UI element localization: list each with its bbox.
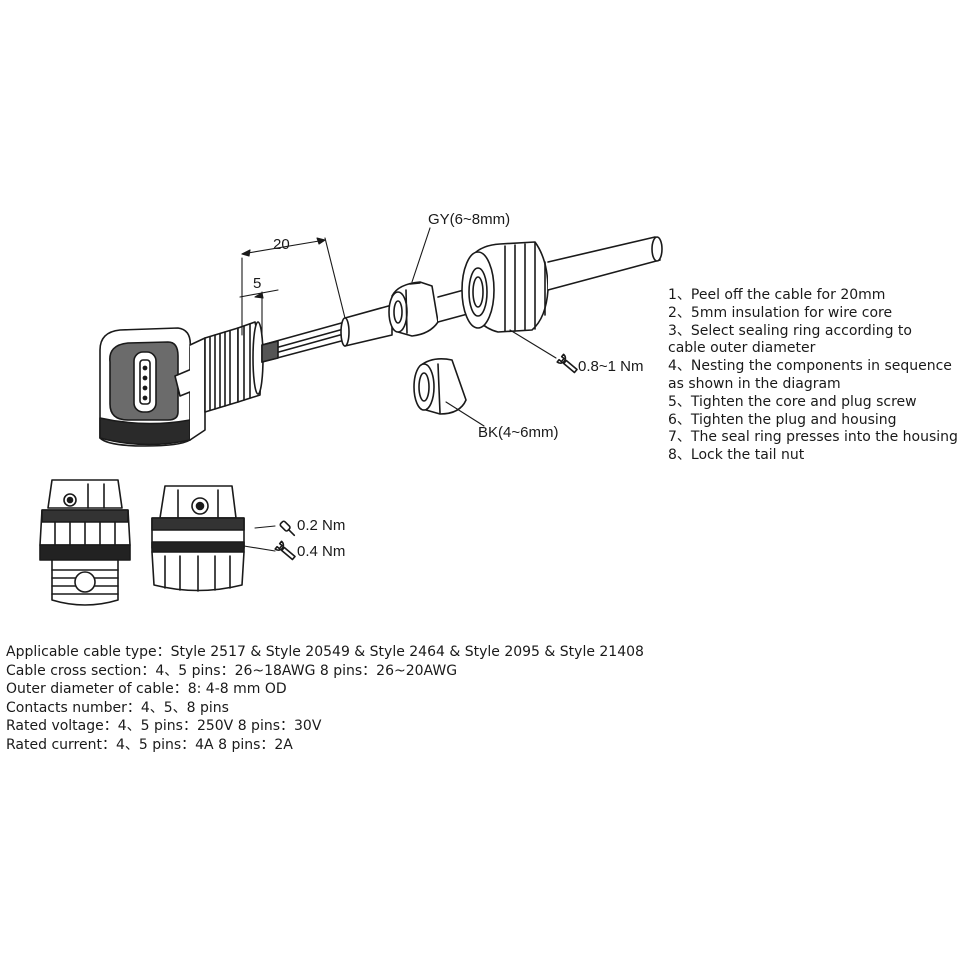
bk-seal-ring [413,358,467,415]
step-item: 6、Tighten the plug and housing [668,411,897,428]
cable-tail [547,236,663,291]
gy-seal-ring [388,281,439,337]
plug-insert-left [39,479,131,606]
assembly-steps: 1、Peel off the cable for 20mm 2、5mm insu… [668,287,960,465]
step-item: cable outer diameter [668,340,816,357]
step-item: 3、Select sealing ring according to [668,322,912,339]
spec-rated-current: Rated current：4、5 pins：4A 8 pins：2A [6,736,293,753]
tail-nut [461,241,549,333]
leader-lines [243,227,557,552]
step-item: 1、Peel off the cable for 20mm [668,287,886,303]
step-item: 4、Nesting the components in sequence [668,358,952,375]
gy-seal-label: GY(6~8mm) [428,211,510,228]
connector-housing [99,327,206,447]
spec-cross-section: Cable cross section：4、5 pins：26~18AWG 8 … [6,662,458,679]
step-item: 5、Tighten the core and plug screw [668,393,917,410]
spec-contacts: Contacts number：4、5、8 pins [6,699,229,716]
spec-rated-voltage: Rated voltage：4、5 pins：250V 8 pins：30V [6,718,322,734]
plug-insert-right [151,485,245,592]
step-item: 7、The seal ring presses into the housing [668,429,958,446]
threaded-collar [204,321,264,413]
dim-insulation: 5 [253,275,261,292]
spec-outer-diameter: Outer diameter of cable：8: 4-8 mm OD [6,681,287,697]
step-item: 2、5mm insulation for wire core [668,304,893,321]
bk-seal-label: BK(4~6mm) [478,424,558,441]
torque-screw-label: 0.2 Nm [297,517,345,534]
specifications: Applicable cable type：Style 2517 & Style… [6,643,946,754]
step-item: 8、Lock the tail nut [668,447,805,464]
torque-tail-nut-label: 0.8~1 Nm [578,358,643,375]
wrench-icon [556,353,578,374]
screwdriver-icon [279,520,296,537]
dim-strip-length: 20 [273,236,290,253]
wrench-icon [274,540,296,561]
dimension-lines [239,237,346,339]
step-item: as shown in the diagram [668,375,841,392]
stripped-cable [261,304,393,363]
spec-cable-type: Applicable cable type：Style 2517 & Style… [6,644,644,660]
torque-housing-label: 0.4 Nm [297,543,345,560]
